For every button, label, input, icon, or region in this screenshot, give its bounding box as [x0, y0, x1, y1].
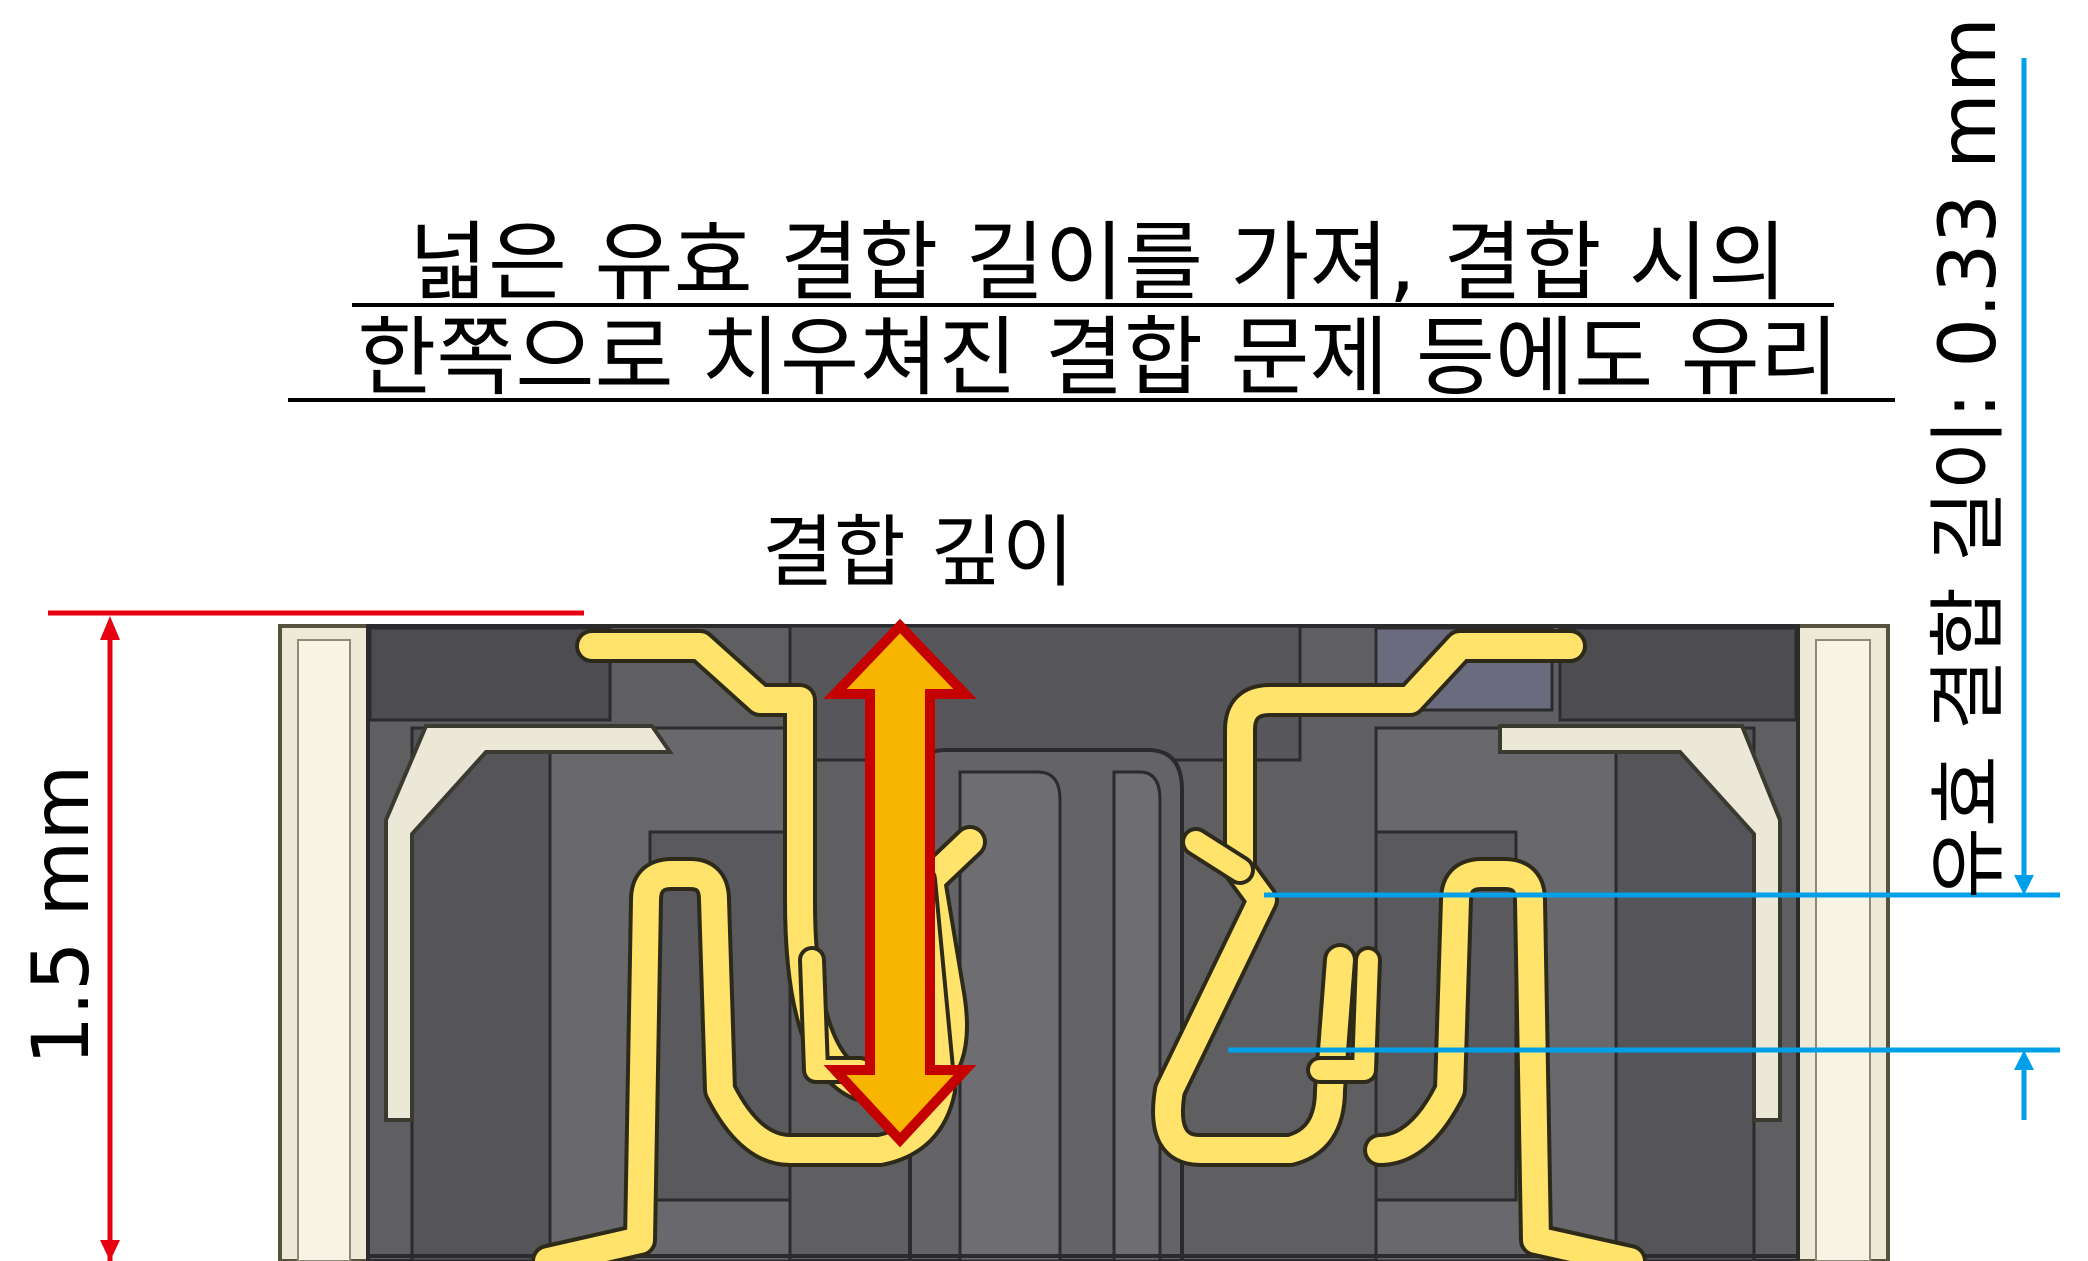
left-diagonal-insert	[384, 724, 674, 1122]
right-inner-tine-fill	[1310, 950, 1378, 1080]
right-hook-fill	[1185, 831, 1251, 881]
effective-length-label: 유효 결합 길이: 0.33 mm	[1924, 17, 2014, 899]
height-dimension-arrowhead-bottom	[100, 1240, 120, 1261]
headline-line-1: 넓은 유효 결합 길이를 가져, 결합 시의	[409, 213, 1787, 313]
left-spring-contact-fill	[535, 861, 953, 1261]
headline: 넓은 유효 결합 길이를 가져, 결합 시의 한쪽으로 치우쳐진 결합 문제 등…	[288, 213, 1895, 408]
housing-center-cavity-left	[958, 770, 1062, 1261]
headline-line-2: 한쪽으로 치우쳐진 결합 문제 등에도 유리	[357, 308, 1839, 408]
effective-length-upper-arrowhead	[2014, 875, 2034, 895]
right-spring-contact-fill	[1367, 861, 1643, 1261]
height-dimension-label: 1.5 mm	[17, 765, 107, 1066]
height-dimension-arrowhead-top	[100, 616, 120, 640]
housing-top-right-block	[1558, 626, 1798, 722]
left-outer-shell-inner	[297, 639, 351, 1261]
right-outer-shell-inner	[1815, 639, 1871, 1261]
right-mating-contact-fill	[1155, 633, 1583, 1163]
height-dimension: 1.5 mm	[17, 610, 584, 1261]
engagement-depth-arrow	[823, 618, 977, 1148]
effective-length-lower-arrowhead	[2014, 1050, 2034, 1070]
right-diagonal-insert	[1498, 724, 1782, 1122]
connector-body	[278, 624, 1890, 1261]
effective-length-dimension: 유효 결합 길이: 0.33 mm	[1228, 17, 2060, 1120]
engagement-depth-label: 결합 깊이	[762, 508, 1074, 598]
housing-top-left-block	[368, 626, 612, 722]
housing-center-cavity-right	[1112, 770, 1162, 1261]
